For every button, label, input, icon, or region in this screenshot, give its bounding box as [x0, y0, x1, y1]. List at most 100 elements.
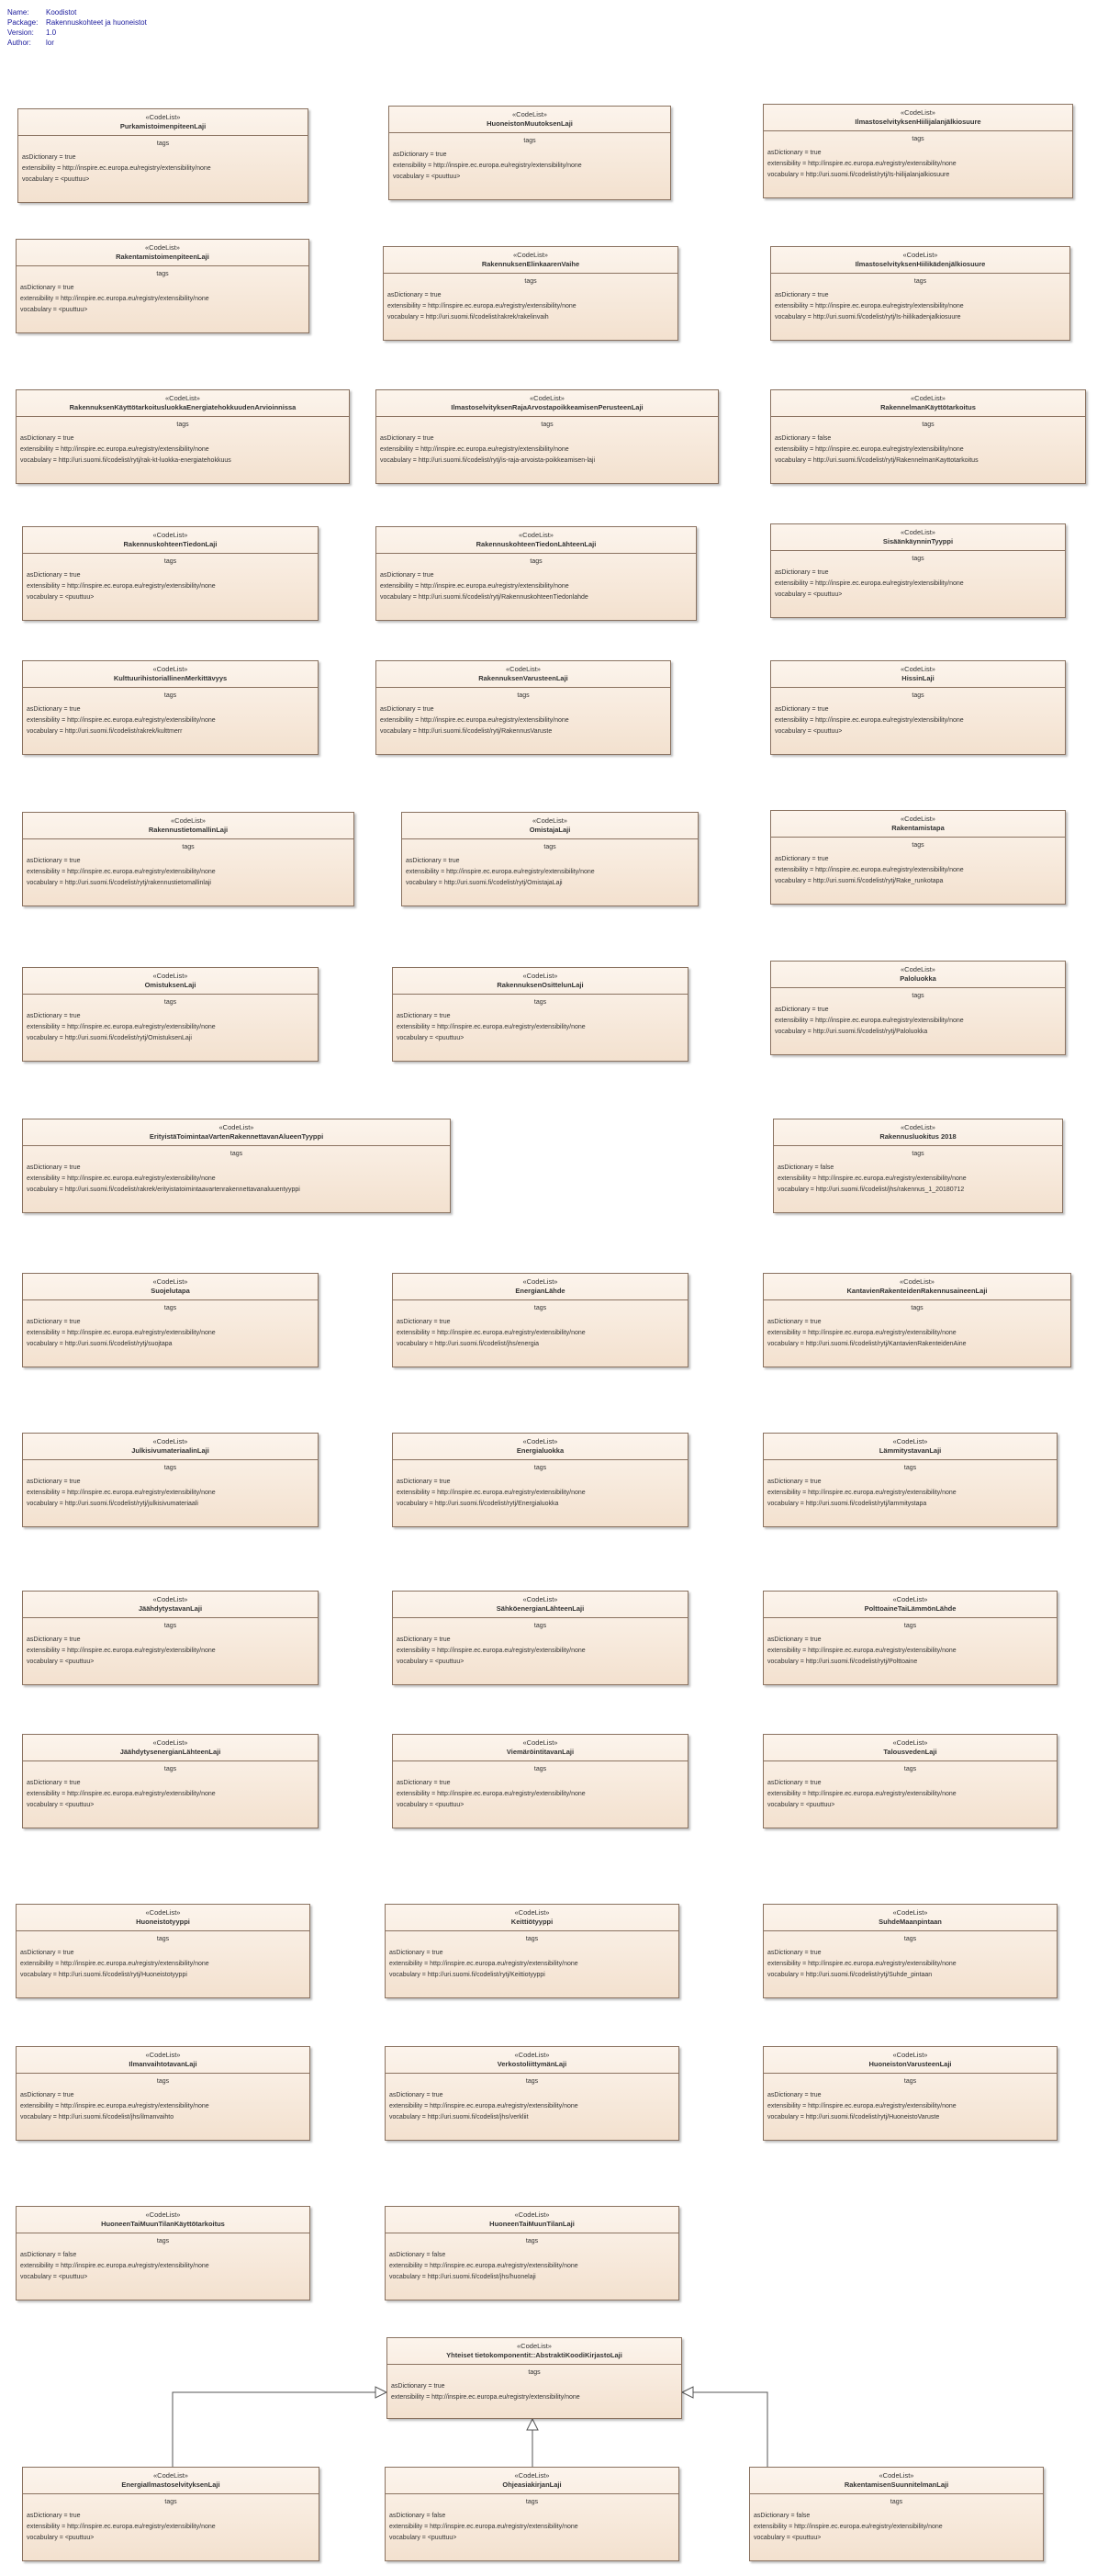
compartment-divider: [771, 687, 1065, 688]
codelist-box-rakennuskohteentiedonl-hteenlaji[interactable]: «CodeList»RakennuskohteenTiedonLähteenLa…: [375, 526, 697, 621]
tags-label: tags: [156, 271, 169, 277]
stereotype-label: «CodeList»: [522, 972, 558, 980]
tagged-value-voc: vocabulary = http://uri.suomi.fi/codelis…: [775, 457, 979, 464]
tagged-value-ext: extensibility = http://inspire.ec.europa…: [27, 1791, 216, 1797]
tagged-value-asd: asDictionary = false: [389, 2252, 446, 2258]
tags-label: tags: [528, 2369, 541, 2376]
tags-label: tags: [913, 278, 927, 285]
codelist-box-kantavienrakenteidenrakennusaineenlaji[interactable]: «CodeList»KantavienRakenteidenRakennusai…: [763, 1273, 1071, 1367]
tagged-value-voc: vocabulary = http://uri.suomi.fi/codelis…: [27, 1501, 198, 1507]
codelist-box-ilmastoselvityksenrajaarvostapoikkeamisenperusteenlaji[interactable]: «CodeList»IlmastoselvityksenRajaArvostap…: [375, 389, 719, 484]
tags-label: tags: [163, 1465, 177, 1471]
compartment-divider: [376, 687, 670, 688]
class-name: HissinLaji: [901, 674, 935, 682]
header-key: Author:: [7, 39, 31, 47]
tags-label: tags: [163, 1305, 177, 1311]
tagged-value-voc: vocabulary = http://uri.suomi.fi/codelis…: [767, 1972, 933, 1978]
tagged-value-ext: extensibility = http://inspire.ec.europa…: [389, 2524, 578, 2530]
codelist-box-ilmastoselvityksenhiilijalanj-lkiosuure[interactable]: «CodeList»IlmastoselvityksenHiilijalanjä…: [763, 104, 1073, 198]
codelist-box-huoneentaimuuntilank-ytt-tarkoitus[interactable]: «CodeList»HuoneenTaiMuunTilanKäyttötarko…: [16, 2206, 310, 2300]
compartment-divider: [764, 1459, 1057, 1460]
tagged-value-ext: extensibility = http://inspire.ec.europa…: [22, 165, 211, 172]
tagged-value-voc: vocabulary = http://uri.suomi.fi/codelis…: [380, 594, 588, 601]
tagged-value-ext: extensibility = http://inspire.ec.europa…: [387, 303, 576, 309]
tagged-value-voc: vocabulary = http://uri.suomi.fi/codelis…: [20, 2114, 174, 2120]
tagged-value-asd: asDictionary = true: [391, 2383, 445, 2390]
tagged-value-asd: asDictionary = true: [397, 1637, 451, 1643]
tagged-value-ext: extensibility = http://inspire.ec.europa…: [767, 1490, 957, 1496]
compartment-divider: [23, 994, 318, 995]
compartment-divider: [393, 1459, 688, 1460]
tagged-value-asd: asDictionary = true: [380, 706, 434, 713]
stereotype-label: «CodeList»: [152, 531, 188, 539]
class-name: JulkisivumateriaalinLaji: [131, 1446, 209, 1455]
compartment-divider: [17, 416, 349, 417]
tagged-value-asd: asDictionary = true: [775, 292, 829, 298]
class-name: PurkamistoimenpiteenLaji: [119, 122, 207, 130]
tagged-value-ext: extensibility = http://inspire.ec.europa…: [775, 446, 964, 453]
tagged-value-asd: asDictionary = true: [27, 706, 81, 713]
tagged-value-voc: vocabulary = <puuttuu>: [397, 1035, 465, 1041]
compartment-divider: [23, 1760, 318, 1761]
stereotype-label: «CodeList»: [901, 528, 935, 536]
tagged-value-ext: extensibility = http://inspire.ec.europa…: [27, 583, 216, 590]
codelist-box-kulttuurihistoriallinenmerkitt-vyys[interactable]: «CodeList»KulttuurihistoriallinenMerkitt…: [22, 660, 319, 755]
tagged-value-ext: extensibility = http://inspire.ec.europa…: [27, 1330, 216, 1336]
tags-label: tags: [163, 999, 177, 1006]
tagged-value-ext: extensibility = http://inspire.ec.europa…: [767, 1330, 957, 1336]
stereotype-label: «CodeList»: [153, 2471, 188, 2480]
tagged-value-asd: asDictionary = true: [775, 1007, 829, 1013]
codelist-box-erityist-toimintaavartenrakennettavanalueentyyppi[interactable]: «CodeList»ErityistäToimintaaVartenRakenn…: [22, 1119, 451, 1213]
codelist-box-rakennuksenk-ytt-tarkoitusluokkaenergiatehokkuudenarvioinnissa[interactable]: «CodeList»RakennuksenKäyttötarkoitusluok…: [16, 389, 350, 484]
tagged-value-ext: extensibility = http://inspire.ec.europa…: [775, 717, 964, 724]
codelist-box-yhteiset-tietokomponentit-abstraktikoodikirjastolaji[interactable]: «CodeList»Yhteiset tietokomponentit::Abs…: [386, 2337, 682, 2419]
codelist-box-ilmastoselvityksenhiilik-denj-lkiosuure[interactable]: «CodeList»IlmastoselvityksenHiilikädenjä…: [770, 246, 1070, 341]
tagged-value-ext: extensibility = http://inspire.ec.europa…: [20, 446, 209, 453]
tags-label: tags: [156, 2238, 170, 2244]
tagged-value-ext: extensibility = http://inspire.ec.europa…: [389, 1961, 578, 1967]
